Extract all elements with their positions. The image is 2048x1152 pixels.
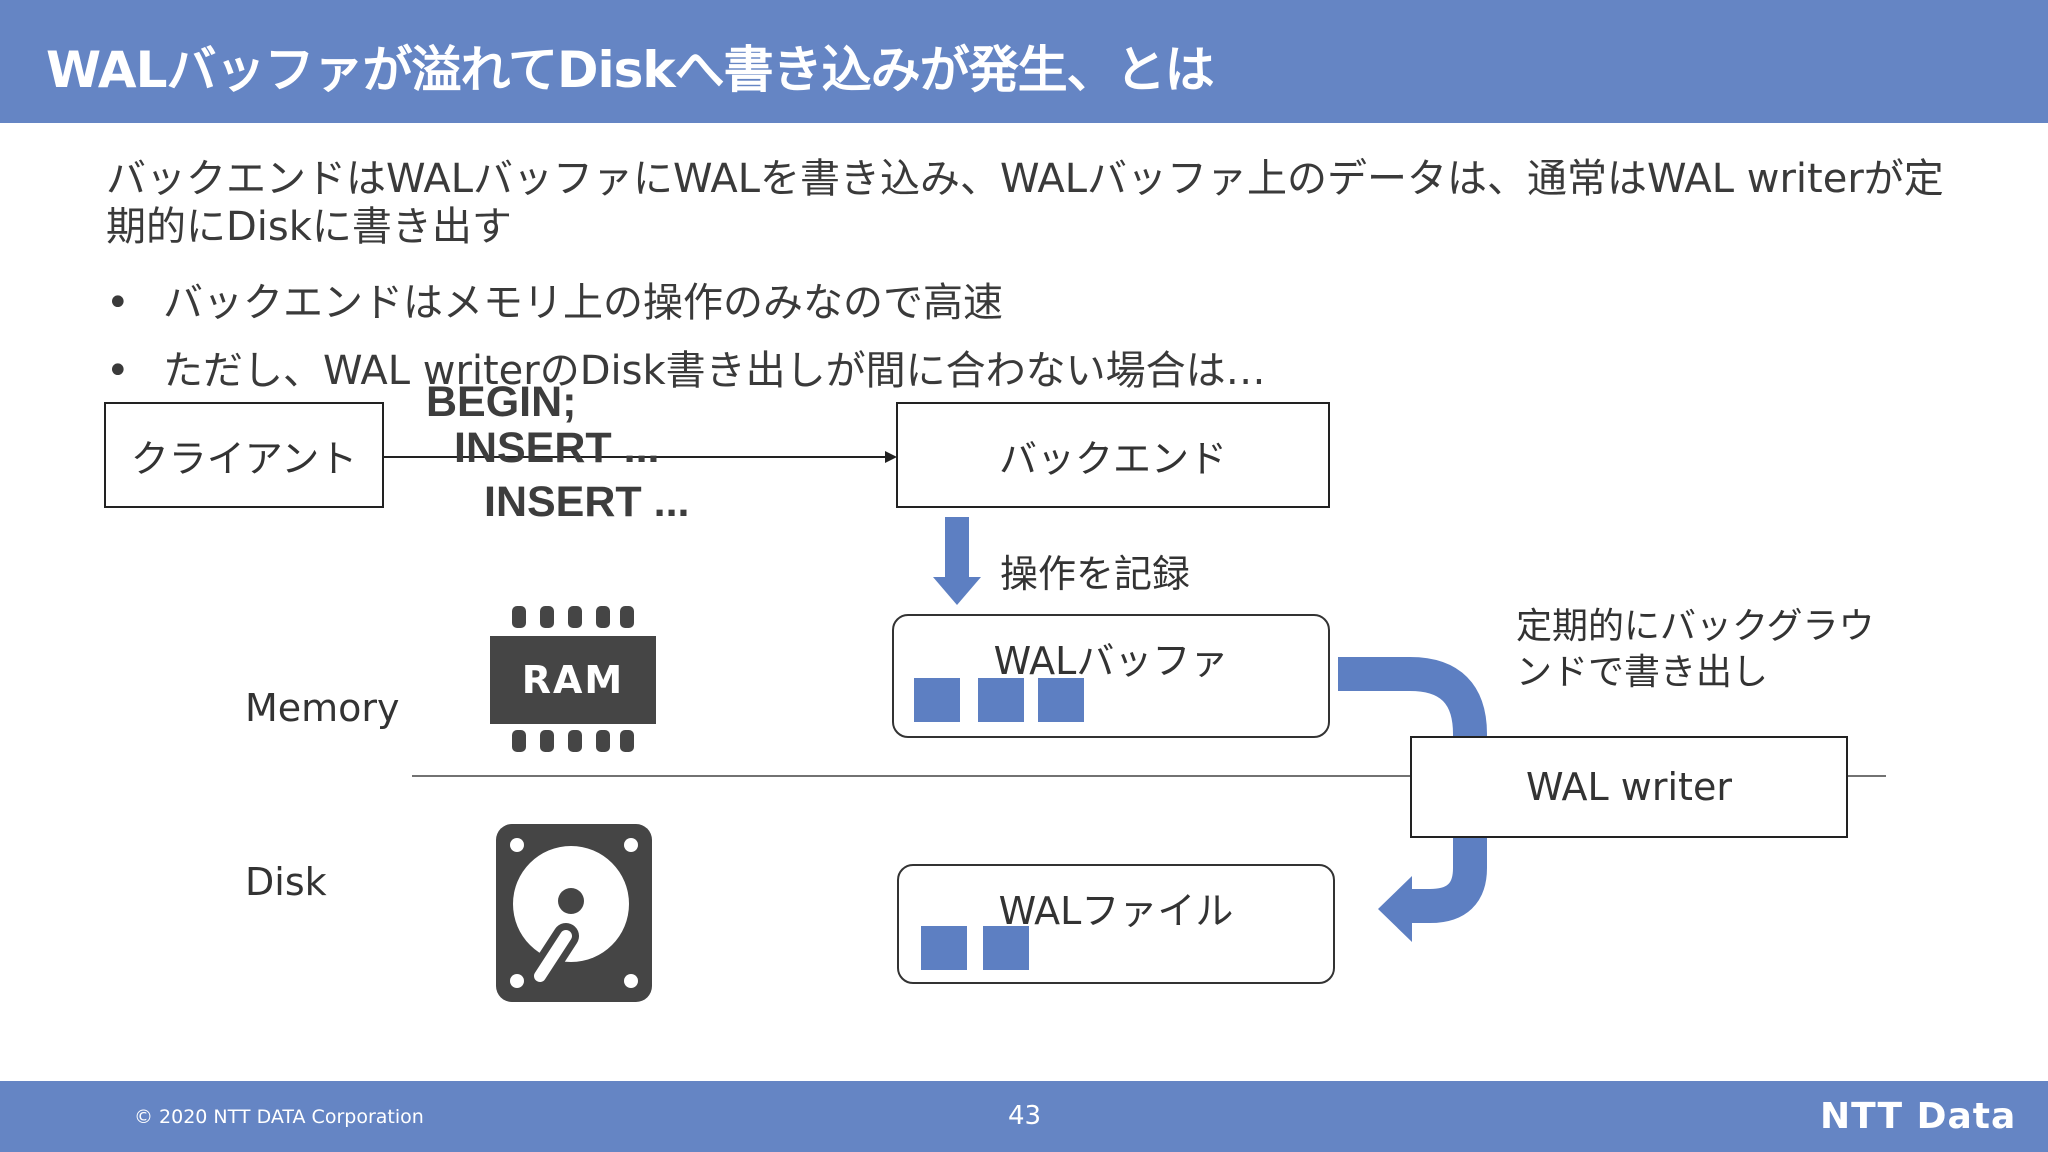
header-bar bbox=[0, 0, 2048, 123]
client-label: クライアント bbox=[130, 436, 358, 481]
bullet-text: ただし、WAL writerのDisk書き出しが間に合わない場合は… bbox=[163, 348, 1266, 394]
to-file-curve bbox=[1412, 836, 1487, 923]
memory-label: Memory bbox=[245, 686, 400, 730]
bullet-dot: • bbox=[106, 348, 130, 394]
sql-insert-1: INSERT ... bbox=[454, 424, 660, 472]
wal-buffer-block bbox=[978, 678, 1024, 722]
copyright-text: © 2020 NTT DATA Corporation bbox=[134, 1106, 424, 1128]
ram-icon: RAM bbox=[490, 604, 656, 754]
ram-label: RAM bbox=[521, 658, 625, 702]
intro-text: バックエンドはWALバッファにWALを書き込み、WALバッファ上のデータは、通常… bbox=[106, 156, 1944, 250]
to-file-arrowhead bbox=[1378, 876, 1412, 942]
backend-label: バックエンド bbox=[998, 436, 1227, 481]
ram-chip-graphic bbox=[490, 606, 656, 752]
ntt-data-logo: NTT Data bbox=[1820, 1096, 2017, 1137]
hard-disk-icon bbox=[496, 824, 652, 1002]
slide-title: WALバッファが溢れてDiskへ書き込みが発生、とは bbox=[46, 41, 1215, 99]
wal-buffer-label: WALバッファ bbox=[993, 639, 1229, 683]
page-number: 43 bbox=[1008, 1101, 1042, 1131]
client-box: クライアント bbox=[104, 402, 384, 508]
sql-begin: BEGIN; bbox=[426, 378, 577, 426]
bullet-item: • バックエンドはメモリ上の操作のみなので高速 bbox=[106, 270, 1003, 328]
disk-label: Disk bbox=[245, 860, 327, 904]
wal-writer-label: WAL writer bbox=[1526, 765, 1732, 809]
sql-insert-2: INSERT ... bbox=[484, 478, 690, 526]
footer-bar bbox=[0, 1081, 2048, 1152]
bullet-dot: • bbox=[106, 280, 130, 326]
bullet-text: バックエンドはメモリ上の操作のみなので高速 bbox=[163, 280, 1003, 326]
record-label: 操作を記録 bbox=[1000, 552, 1191, 596]
record-arrow-shaft bbox=[945, 517, 969, 579]
wal-buffer-box: WALバッファ bbox=[892, 614, 1330, 738]
wal-writer-box: WAL writer bbox=[1410, 736, 1848, 838]
record-arrowhead bbox=[933, 577, 981, 605]
bullet-item: • ただし、WAL writerのDisk書き出しが間に合わない場合は… bbox=[106, 338, 1266, 396]
to-writer-curve bbox=[1338, 657, 1487, 738]
wal-buffer-block bbox=[1038, 678, 1084, 722]
wal-buffer-block bbox=[914, 678, 960, 722]
request-arrowhead bbox=[885, 451, 897, 463]
background-write-label: 定期的にバックグラウンドで書き出し bbox=[1516, 606, 1875, 693]
wal-file-box: WALファイル bbox=[897, 864, 1335, 984]
wal-file-block bbox=[983, 926, 1029, 970]
wal-file-block bbox=[921, 926, 967, 970]
backend-box: バックエンド bbox=[896, 402, 1330, 508]
wal-file-label: WALファイル bbox=[998, 889, 1234, 933]
